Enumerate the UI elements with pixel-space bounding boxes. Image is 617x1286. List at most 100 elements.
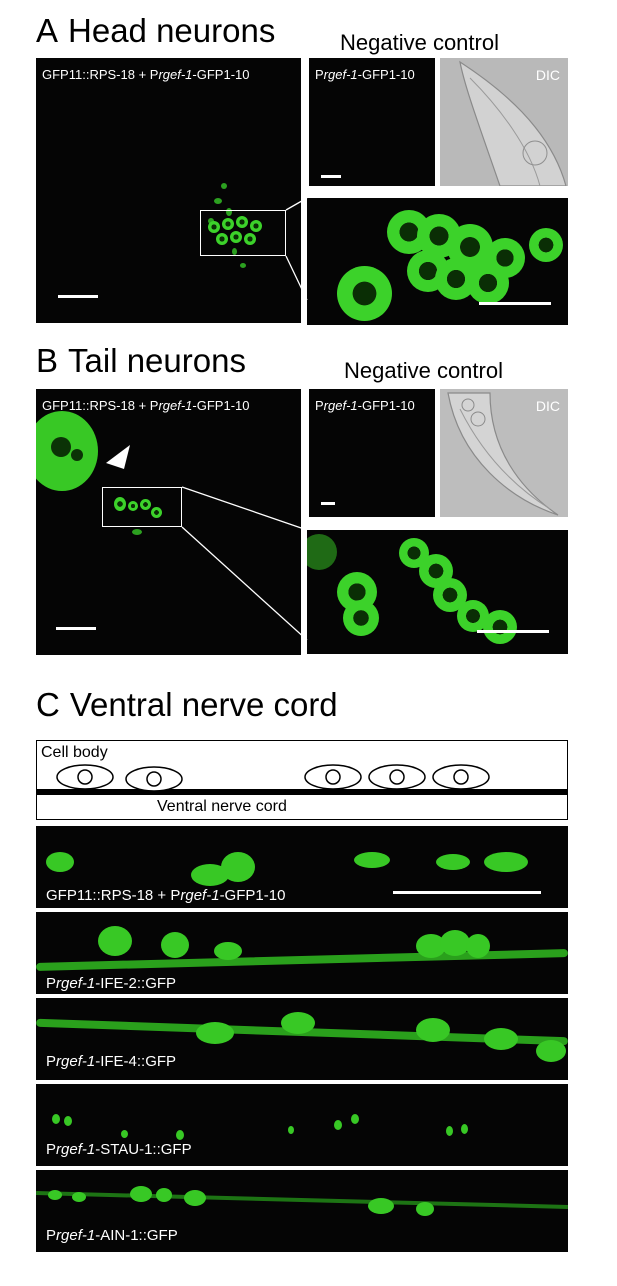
gfp-cell (191, 864, 229, 886)
gfp-cell (221, 852, 255, 882)
gfp-cell (151, 507, 162, 518)
panel-b-arrowhead (106, 445, 130, 469)
gfp-cell (307, 534, 337, 570)
panel-b-zoom-box (102, 487, 182, 527)
vnc-strip-stau1: Prgef-1-STAU-1::GFP (36, 1084, 568, 1166)
panel-b-control-image: Prgef-1-GFP1-10 (309, 389, 435, 517)
panel-a-scale-bar (58, 295, 98, 298)
gfp-punctum (461, 1124, 468, 1134)
gfp-cell (483, 610, 517, 644)
vnc-scale-bar (393, 891, 541, 894)
panel-b-control-scale-bar (321, 502, 335, 505)
vnc-strip-4-label-italic: rgef-1 (56, 1141, 96, 1158)
vnc-strip-1-label: GFP11::RPS-18 + Prgef-1-GFP1-10 (46, 888, 285, 903)
vnc-strip-1-label-italic: rgef-1 (180, 887, 220, 904)
gfp-cell (226, 208, 232, 216)
gfp-cell (208, 221, 220, 233)
panel-a-main-image: GFP11::RPS-18 + Prgef-1-GFP1-10 (36, 58, 301, 323)
schematic-cell-bodies (56, 764, 490, 792)
gfp-cell (214, 198, 222, 204)
gfp-cell (440, 930, 470, 956)
gfp-cell (221, 183, 227, 189)
panel-a-control-label-suffix: -GFP1-10 (357, 67, 415, 82)
panel-b-dic-worm (447, 392, 559, 516)
vnc-strip-ife2: Prgef-1-IFE-2::GFP (36, 912, 568, 994)
gfp-cell (416, 1202, 434, 1216)
panel-a-control-label-italic: rgef-1 (323, 67, 358, 82)
panel-a-main-label: GFP11::RPS-18 + Prgef-1-GFP1-10 (42, 68, 250, 81)
vnc-strip-ain1: Prgef-1-AIN-1::GFP (36, 1170, 568, 1252)
vnc-strip-5-label-suffix: -AIN-1::GFP (95, 1227, 178, 1244)
gfp-punctum (176, 1130, 184, 1140)
gfp-cell (337, 266, 392, 321)
gfp-cell (156, 1188, 172, 1202)
panel-a-control-image: Prgef-1-GFP1-10 (309, 58, 435, 186)
panel-b-negative-control-title: Negative control (344, 358, 503, 383)
gfp-cell (184, 1190, 206, 1206)
panel-b-control-label: Prgef-1-GFP1-10 (315, 399, 415, 412)
gfp-cell (130, 1186, 152, 1202)
gfp-cell (244, 233, 256, 245)
gfp-cell (222, 218, 234, 230)
schematic-cell-body-label: Cell body (41, 744, 108, 761)
gfp-cell (232, 248, 237, 255)
gfp-punctum (351, 1114, 359, 1124)
gfp-cell-nucleus (51, 437, 71, 457)
gfp-cell (343, 600, 379, 636)
vnc-strip-5-label: Prgef-1-AIN-1::GFP (46, 1228, 178, 1243)
vnc-strip-3-label: Prgef-1-IFE-4::GFP (46, 1054, 176, 1069)
gfp-cell (214, 942, 242, 960)
panel-b-scale-bar (56, 627, 96, 630)
gfp-punctum (52, 1114, 60, 1124)
panel-b-letter: B (36, 342, 59, 379)
vnc-strip-2-label-suffix: -IFE-2::GFP (95, 975, 177, 992)
gfp-punctum (446, 1126, 453, 1136)
vnc-strip-4-label-suffix: -STAU-1::GFP (95, 1141, 192, 1158)
gfp-cell (281, 1012, 315, 1034)
gfp-cell (128, 501, 138, 511)
panel-a-dic-worm (459, 60, 567, 186)
panel-b-main-image: GFP11::RPS-18 + Prgef-1-GFP1-10 (36, 389, 301, 655)
panel-a-main-label-prefix: GFP11::RPS-18 + P (42, 67, 159, 82)
panel-b-main-label-italic: rgef-1 (158, 398, 193, 413)
panel-b-zoom-image (307, 530, 568, 654)
gfp-cell (240, 263, 246, 268)
panel-a-negative-control-title: Negative control (340, 30, 499, 55)
panel-a-control-label-prefix: P (315, 67, 324, 82)
panel-b-control-label-suffix: -GFP1-10 (357, 398, 415, 413)
gfp-cell (354, 852, 390, 868)
panel-b-control-label-prefix: P (315, 398, 324, 413)
panel-b-control-label-italic: rgef-1 (323, 398, 358, 413)
panel-a-zoom-box (200, 210, 286, 256)
vnc-strip-3-label-italic: rgef-1 (56, 1053, 96, 1070)
gfp-cell (485, 238, 525, 278)
vnc-strip-3-label-prefix: P (46, 1053, 57, 1070)
panel-b-main-label: GFP11::RPS-18 + Prgef-1-GFP1-10 (42, 399, 250, 412)
vnc-strip-2-label: Prgef-1-IFE-2::GFP (46, 976, 176, 991)
gfp-cell (466, 934, 490, 958)
panel-a-title-text: Head neurons (68, 12, 276, 49)
gfp-cell (196, 1022, 234, 1044)
vnc-strip-rps18: GFP11::RPS-18 + Prgef-1-GFP1-10 (36, 826, 568, 908)
panel-b-main-label-suffix: -GFP1-10 (192, 398, 250, 413)
panel-a-main-label-italic: rgef-1 (158, 67, 193, 82)
panel-b-dic-image: DIC (440, 389, 568, 517)
gfp-cell (132, 529, 142, 535)
gfp-punctum (64, 1116, 72, 1126)
gfp-cell (140, 499, 151, 510)
vnc-strip-2-label-prefix: P (46, 975, 57, 992)
panel-b-main-label-prefix: GFP11::RPS-18 + P (42, 398, 159, 413)
gfp-cell (536, 1040, 566, 1062)
vnc-strip-3-label-suffix: -IFE-4::GFP (95, 1053, 177, 1070)
panel-c-schematic: Cell body Ventral nerve cord (36, 740, 568, 820)
vnc-strip-5-label-prefix: P (46, 1227, 57, 1244)
panel-b-dic-label: DIC (535, 398, 560, 414)
panel-b-title-text: Tail neurons (68, 342, 246, 379)
gfp-cell (484, 1028, 518, 1050)
vnc-strip-4-label: Prgef-1-STAU-1::GFP (46, 1142, 192, 1157)
gfp-punctum (334, 1120, 342, 1130)
panel-c-title-text: Ventral nerve cord (69, 686, 338, 723)
